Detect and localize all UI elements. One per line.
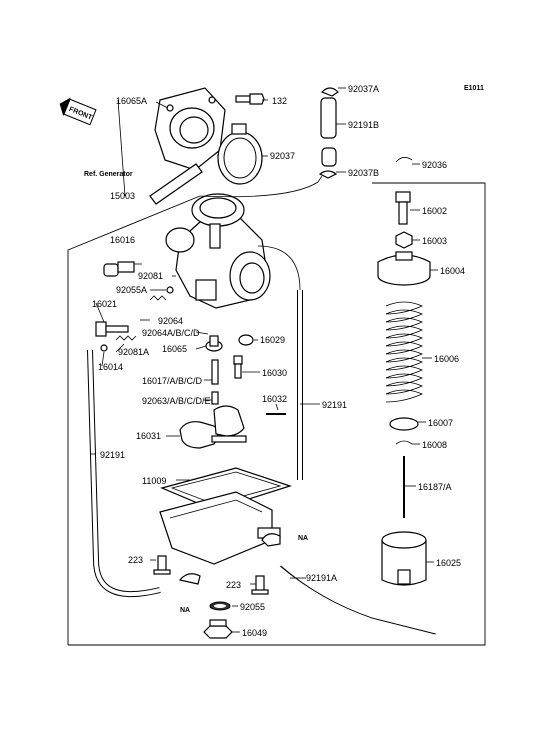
label-92081: 92081 [138, 271, 163, 281]
label-92063: 92063/A/B/C/D/E [142, 396, 211, 406]
front-indicator: FRONT [59, 97, 97, 126]
label-16016: 16016 [110, 235, 135, 245]
ref-generator-label: Ref. Generator [84, 171, 133, 178]
label-92037: 92037 [270, 151, 295, 161]
label-92055: 92055 [240, 602, 265, 612]
throttle-valve-16025 [381, 531, 427, 586]
label-16032: 16032 [262, 394, 287, 404]
label-92191A: 92191A [306, 573, 337, 583]
cap-16004 [377, 251, 431, 286]
label-132: 132 [272, 96, 287, 106]
label-16017: 16017/A/B/C/D [142, 376, 203, 386]
label-92037A: 92037A [348, 84, 379, 94]
float-bowl [159, 491, 281, 565]
label-92037B: 92037B [348, 168, 379, 178]
label-16025: 16025 [436, 558, 461, 568]
label-92081A: 92081A [118, 347, 149, 357]
spring-16006 [385, 301, 423, 403]
label-16004: 16004 [440, 266, 465, 276]
label-92064ABC: 92064A/B/C/D [142, 328, 200, 338]
bolt-132 [235, 93, 265, 105]
washer-16029 [238, 334, 254, 346]
label-92191-right: 92191 [322, 400, 347, 410]
label-92191B: 92191B [348, 120, 379, 130]
generator-strap [149, 163, 203, 205]
label-na-1: NA [298, 535, 308, 542]
jet-16030 [233, 355, 243, 379]
label-16021: 16021 [92, 299, 117, 309]
vent-hose-left [87, 349, 161, 598]
label-223-b: 223 [226, 580, 241, 590]
jet-holder-16065 [205, 335, 223, 352]
float-16031 [179, 405, 247, 449]
oring-92055 [209, 601, 231, 611]
label-16002: 16002 [422, 206, 447, 216]
spring-92081 [149, 295, 167, 301]
label-16031: 16031 [136, 431, 161, 441]
clip-92036 [395, 157, 413, 163]
screw-223-a [153, 555, 171, 575]
intake-manifold [154, 87, 226, 171]
label-16007: 16007 [428, 418, 453, 428]
clip-16008 [395, 440, 413, 445]
hose-clamp-92037 [217, 123, 263, 185]
drain-hose-92191a [279, 565, 437, 635]
vent-tube-92191b [318, 87, 339, 179]
label-16003: 16003 [422, 236, 447, 246]
plug-16049 [203, 619, 233, 639]
needle-jet-16017 [211, 359, 219, 385]
label-16065: 16065 [162, 344, 187, 354]
pilot-screw-16021 [95, 321, 129, 337]
label-223-a: 223 [128, 555, 143, 565]
carburetor-body [165, 193, 271, 309]
screw-16016 [103, 261, 135, 277]
label-92191-left: 92191 [100, 450, 125, 460]
diagram-code: E1011 [464, 85, 484, 92]
label-15003: 15003 [110, 191, 135, 201]
adjuster-16002 [395, 191, 411, 225]
label-16049: 16049 [242, 628, 267, 638]
label-92064: 92064 [158, 316, 183, 326]
label-16014: 16014 [98, 362, 123, 372]
washer-16014 [100, 344, 108, 352]
label-16065A: 16065A [116, 96, 147, 106]
label-11009: 11009 [142, 476, 166, 486]
nut-16003 [395, 231, 413, 249]
tab-na-1 [261, 533, 281, 547]
label-92036: 92036 [422, 160, 447, 170]
label-16006: 16006 [434, 354, 459, 364]
main-jet-92063 [211, 391, 219, 405]
plate-16007 [389, 417, 419, 431]
label-16029: 16029 [260, 335, 285, 345]
tab-na-2 [178, 573, 201, 585]
spring-92081a [115, 335, 137, 341]
label-16030: 16030 [262, 368, 287, 378]
leader-lines [90, 87, 438, 633]
label-na-2: NA [180, 607, 190, 614]
label-92055A: 92055A [116, 285, 147, 295]
screw-223-b [251, 575, 269, 595]
assembly-frame [67, 182, 486, 646]
oring-92055a [166, 286, 174, 294]
label-16008: 16008 [422, 440, 447, 450]
label-16187A: 16187/A [418, 482, 452, 492]
